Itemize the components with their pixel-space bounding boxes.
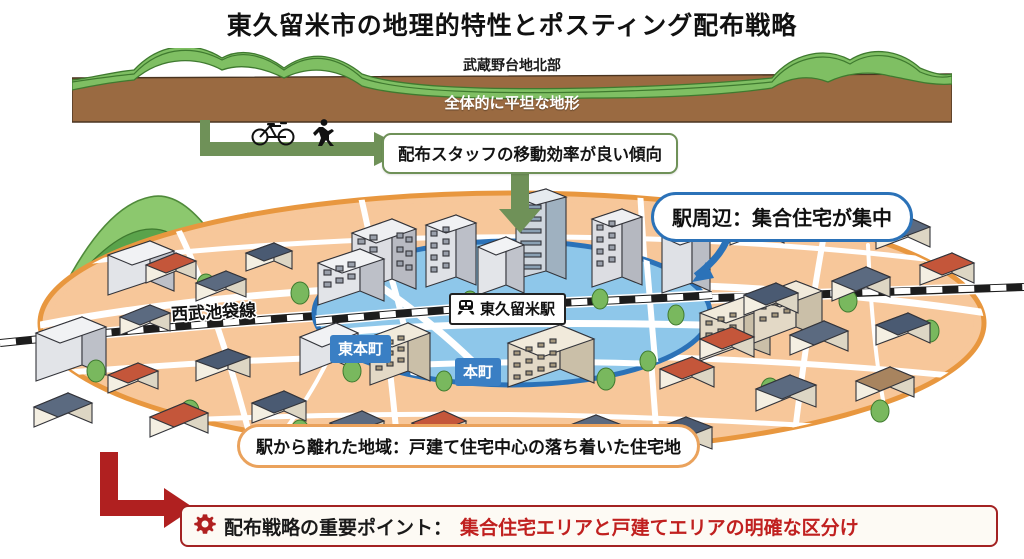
callout-staff-efficiency: 配布スタッフの移動効率が良い傾向 <box>382 133 678 174</box>
gear-icon <box>194 513 216 539</box>
station-name: 東久留米駅 <box>480 300 556 318</box>
district-label-higashihoncho: 東本町 <box>330 335 392 363</box>
green-down-arrow <box>498 165 542 235</box>
station-label: 東久留米駅 <box>449 293 567 325</box>
terrain-band-label: 全体的に平坦な地形 <box>444 94 580 112</box>
transport-mode-icons <box>250 118 360 146</box>
bicycle-icon-seat <box>267 122 287 126</box>
train-icon <box>457 299 475 319</box>
rail-line-label: 西武池袋線 <box>170 300 257 326</box>
green-connector-arrow <box>196 120 416 168</box>
callout-station-area: 駅周辺：集合住宅が集中 <box>651 192 913 242</box>
banner-highlight: 集合住宅エリアと戸建てエリアの明確な区分け <box>460 516 859 539</box>
banner-label: 配布戦略の重要ポイント： <box>224 516 453 539</box>
pedestrian-icon <box>313 119 334 146</box>
terrain-region-label: 武蔵野台地北部 <box>463 58 561 74</box>
key-point-banner: 配布戦略の重要ポイント： 集合住宅エリアと戸建てエリアの明確な区分け <box>180 505 998 547</box>
district-label-honcho: 本町 <box>455 358 502 386</box>
red-connector-arrow <box>78 452 198 536</box>
terrain-cross-section <box>72 48 952 123</box>
callout-outer-area: 駅から離れた地域：戸建て住宅中心の落ち着いた住宅地 <box>237 424 700 468</box>
bicycle-icon <box>251 125 295 146</box>
page-title: 東久留米市の地理的特性とポスティング配布戦略 <box>226 11 798 40</box>
